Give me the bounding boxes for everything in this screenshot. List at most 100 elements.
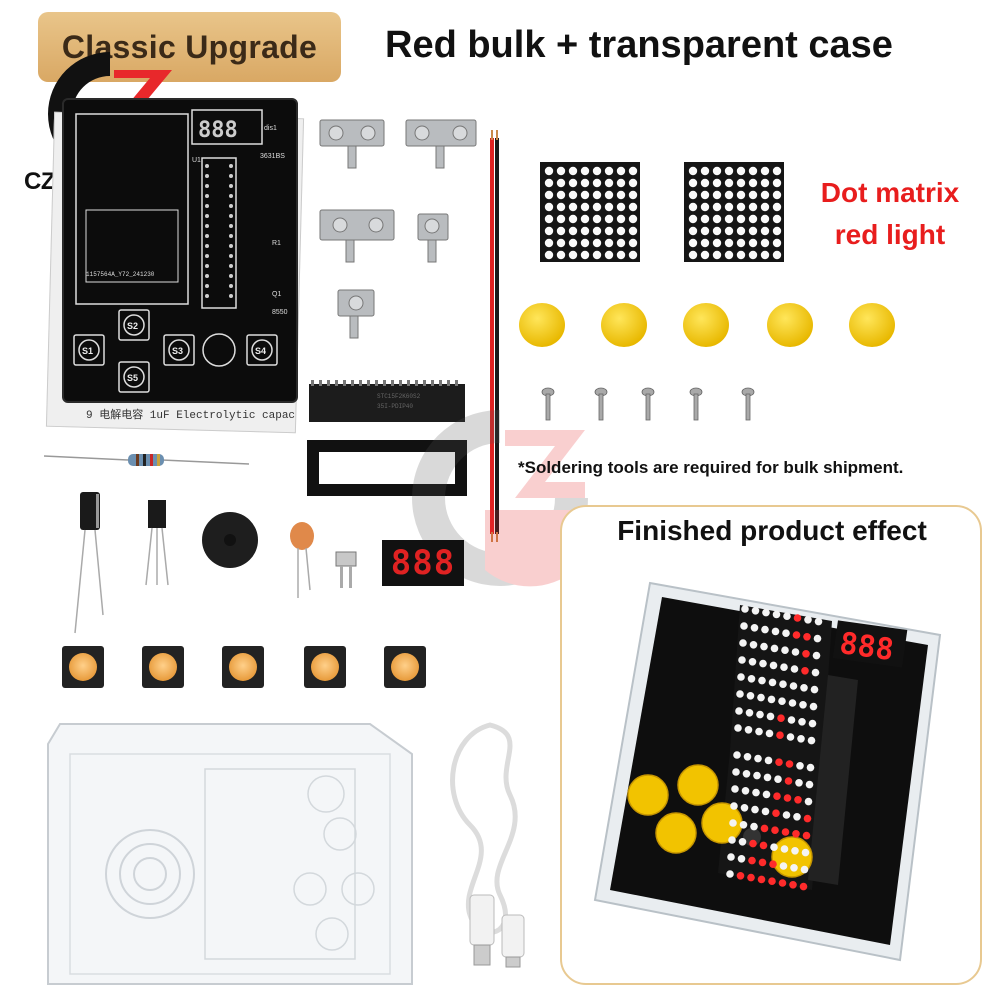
svg-text:dis1: dis1 bbox=[264, 125, 277, 132]
led-dot bbox=[800, 865, 809, 874]
svg-text:888: 888 bbox=[198, 118, 238, 143]
led-dot bbox=[763, 773, 772, 782]
led-dot bbox=[753, 771, 761, 780]
led-dot bbox=[748, 658, 757, 666]
led-dot bbox=[752, 788, 760, 797]
svg-text:3631BS: 3631BS bbox=[260, 153, 285, 160]
led-dot bbox=[805, 780, 814, 789]
led-dot bbox=[801, 667, 809, 675]
led-dot bbox=[743, 753, 752, 761]
led-dot bbox=[770, 843, 778, 851]
resistor bbox=[44, 448, 249, 472]
svg-text:S4: S4 bbox=[255, 346, 266, 356]
led-dot bbox=[784, 777, 793, 785]
led-dot bbox=[757, 693, 765, 702]
led-dot bbox=[808, 719, 817, 728]
seven-segment-display: 888 bbox=[382, 540, 464, 586]
small-components bbox=[70, 490, 370, 635]
led-dot bbox=[799, 701, 807, 709]
led-dot bbox=[762, 608, 770, 617]
led-dot bbox=[779, 862, 788, 870]
led-dot bbox=[781, 828, 790, 836]
led-dot bbox=[736, 690, 744, 698]
transparent-case bbox=[40, 714, 420, 990]
pcb-board: 1157564A_Y72_241230 888 dis1 3631BS U1 R… bbox=[62, 98, 298, 403]
led-dot bbox=[754, 754, 762, 763]
led-dot bbox=[800, 684, 808, 692]
led-dot bbox=[748, 856, 756, 865]
led-dot bbox=[803, 814, 812, 823]
led-dot bbox=[749, 641, 758, 649]
led-dot bbox=[756, 710, 764, 719]
led-dot bbox=[758, 676, 766, 685]
led-dot bbox=[780, 663, 788, 671]
screws bbox=[540, 386, 765, 426]
led-dot bbox=[761, 807, 770, 816]
led-dot bbox=[766, 712, 775, 721]
led-dot bbox=[802, 831, 811, 840]
led-dot bbox=[737, 855, 746, 863]
led-dot bbox=[794, 796, 802, 804]
led-dot bbox=[744, 726, 753, 734]
led-dot bbox=[741, 605, 749, 613]
mcu-chip-and-socket: STC15F2K60S2 35I-PDIP40 bbox=[305, 378, 470, 498]
led-dot bbox=[786, 733, 795, 741]
led-dot bbox=[802, 650, 810, 658]
led-dot bbox=[814, 617, 823, 626]
pcb-model-text: 1157564A_Y72_241230 bbox=[86, 271, 155, 278]
svg-text:STC15F2K60S2: STC15F2K60S2 bbox=[377, 393, 421, 400]
led-dot bbox=[768, 678, 777, 687]
svg-text:35I-PDIP40: 35I-PDIP40 bbox=[377, 403, 413, 410]
led-dot bbox=[771, 826, 779, 834]
led-dot bbox=[771, 627, 780, 636]
svg-text:Q1: Q1 bbox=[272, 291, 281, 298]
svg-text:S1: S1 bbox=[82, 346, 93, 356]
battery-contacts bbox=[318, 118, 548, 348]
svg-text:S3: S3 bbox=[172, 346, 183, 356]
led-dot bbox=[750, 822, 758, 831]
led-dot bbox=[764, 756, 773, 765]
led-dot bbox=[772, 809, 780, 817]
led-dot bbox=[758, 858, 767, 867]
led-dot bbox=[796, 762, 804, 770]
led-dot bbox=[732, 768, 740, 776]
led-dot bbox=[804, 797, 813, 806]
led-dot bbox=[801, 848, 810, 857]
led-dot bbox=[751, 607, 760, 615]
led-dot bbox=[810, 685, 819, 694]
led-dot bbox=[767, 695, 776, 704]
led-dot bbox=[729, 819, 737, 827]
led-dot bbox=[770, 644, 779, 653]
led-dot bbox=[792, 830, 800, 838]
led-dot bbox=[782, 629, 790, 637]
led-dot bbox=[773, 792, 781, 800]
led-dot bbox=[795, 779, 803, 787]
led-dot bbox=[769, 860, 777, 868]
led-dot bbox=[785, 760, 794, 768]
led-dot bbox=[750, 624, 759, 632]
led-dot bbox=[804, 616, 812, 624]
led-dot bbox=[806, 763, 815, 772]
led-dot bbox=[738, 656, 746, 664]
led-dot bbox=[790, 665, 799, 673]
led-dot bbox=[787, 716, 796, 724]
led-dot bbox=[738, 838, 747, 846]
seven-segment-digits: 888 bbox=[390, 543, 456, 583]
led-dot bbox=[791, 847, 799, 855]
led-dot bbox=[727, 853, 735, 861]
led-dot bbox=[778, 697, 786, 705]
led-dot bbox=[760, 642, 768, 651]
led-dot bbox=[747, 675, 756, 683]
led-dot bbox=[799, 882, 808, 891]
dot-matrix-module-1 bbox=[540, 162, 640, 262]
led-dot bbox=[790, 864, 798, 872]
led-dot bbox=[769, 661, 778, 670]
instruction-paper-text: 9 电解电容 1uF Electrolytic capac bbox=[86, 410, 296, 422]
led-dot bbox=[778, 879, 787, 887]
led-dot bbox=[780, 845, 789, 853]
led-dot bbox=[788, 699, 797, 707]
svg-text:8550: 8550 bbox=[272, 309, 288, 316]
led-dot bbox=[798, 718, 806, 726]
led-dot bbox=[731, 785, 739, 793]
led-dot bbox=[739, 639, 747, 647]
